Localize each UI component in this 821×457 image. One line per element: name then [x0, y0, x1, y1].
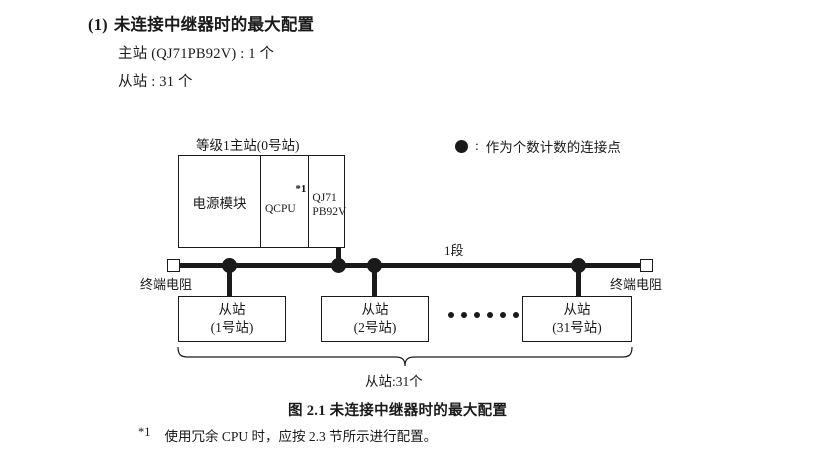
footnote-text: 使用冗余 CPU 时，应按 2.3 节所示进行配置。 [164, 429, 438, 444]
footnote: *1 使用冗余 CPU 时，应按 2.3 节所示进行配置。 [138, 425, 437, 445]
span-brace [177, 346, 633, 367]
slave-station-line2: (1号站) [210, 320, 254, 335]
spec-slave-count: 从站 : 31 个 [118, 74, 193, 90]
terminator-label-right: 终端电阻 [610, 277, 663, 292]
power-module-label: 电源模块 [192, 195, 247, 211]
ellipsis-dots [448, 312, 519, 318]
slave-drop-line [227, 264, 232, 297]
cpu-module-cell: *1 QCPU [261, 156, 310, 247]
page-title: 未连接中继器时的最大配置 [113, 15, 315, 34]
slave-station-box: 从站 (31号站) [522, 296, 632, 342]
slave-station-line1: 从站 [218, 302, 246, 318]
total-slaves-label: 从站:31个 [365, 374, 423, 389]
ellipsis-dot [448, 312, 454, 318]
filled-circle-icon [331, 258, 346, 273]
slave-drop-line [372, 264, 377, 297]
slave-station-box: 从站 (1号站) [178, 296, 286, 342]
cpu-module-label: QCPU [265, 203, 296, 215]
slave-station-line2: (2号站) [353, 320, 397, 335]
ellipsis-dot [487, 312, 493, 318]
pb92v-label-line1: QJ71 [312, 192, 337, 204]
spec-master-count: 主站 (QJ71PB92V) : 1 个 [118, 46, 275, 62]
segment-label: 1段 [444, 243, 464, 258]
figure-caption: 图 2.1 未连接中继器时的最大配置 [288, 403, 508, 419]
ellipsis-dot [513, 312, 519, 318]
footnote-reference-marker: *1 [295, 183, 307, 195]
open-square-icon [167, 259, 180, 272]
filled-circle-icon [455, 139, 468, 153]
legend-colon: : [475, 138, 479, 153]
terminator-label-left: 终端电阻 [140, 277, 193, 292]
legend: : 作为个数计数的连接点 [455, 136, 621, 156]
ellipsis-dot [461, 312, 467, 318]
section-number: (1) [88, 15, 108, 34]
bus-trunk-line [176, 263, 642, 268]
footnote-marker: *1 [138, 425, 151, 439]
legend-label: 作为个数计数的连接点 [485, 140, 621, 155]
power-module-cell: 电源模块 [179, 156, 261, 247]
pb92v-label-line2: PB92V [312, 206, 347, 219]
slave-station-line2: (31号站) [552, 320, 602, 335]
slave-station-line1: 从站 [563, 302, 591, 318]
slave-station-box: 从站 (2号站) [321, 296, 429, 342]
ellipsis-dot [500, 312, 506, 318]
master-station-label: 等级1主站(0号站) [196, 138, 300, 153]
section-heading: (1) 未连接中继器时的最大配置 [88, 11, 314, 35]
ellipsis-dot [474, 312, 480, 318]
open-square-icon [640, 259, 653, 272]
slave-drop-line [576, 264, 581, 297]
slave-station-line1: 从站 [361, 302, 389, 318]
master-drop-line [336, 248, 341, 266]
